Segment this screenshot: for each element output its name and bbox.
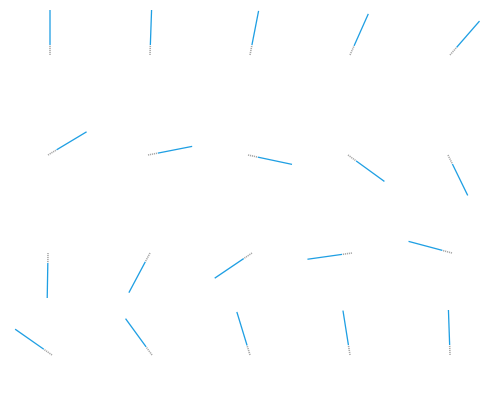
needle-13 bbox=[215, 253, 252, 278]
needle-14 bbox=[307, 253, 352, 259]
needle-15 bbox=[409, 241, 452, 253]
needle-shaft bbox=[47, 263, 48, 298]
needle-tip bbox=[348, 155, 356, 161]
needle-shaft bbox=[307, 254, 342, 259]
needle-6 bbox=[48, 132, 87, 155]
needle-tip bbox=[442, 250, 452, 253]
needle-tip bbox=[450, 47, 457, 55]
needle-8 bbox=[248, 155, 292, 164]
needle-7 bbox=[148, 146, 192, 155]
needle-19 bbox=[343, 311, 350, 355]
needle-shaft bbox=[354, 14, 368, 46]
needle-shaft bbox=[343, 311, 348, 346]
needle-shaft bbox=[57, 132, 87, 150]
needle-10 bbox=[448, 155, 468, 195]
needle-shaft bbox=[448, 310, 449, 345]
needle-tip bbox=[350, 46, 354, 55]
needle-tip bbox=[248, 155, 258, 157]
needle-16 bbox=[15, 329, 52, 355]
needle-2 bbox=[150, 10, 152, 55]
needle-tip bbox=[348, 345, 350, 355]
needle-shaft bbox=[15, 329, 44, 349]
needle-18 bbox=[237, 312, 250, 355]
needle-shaft bbox=[158, 146, 192, 153]
needle-shaft bbox=[409, 241, 443, 250]
needle-tip bbox=[145, 253, 150, 262]
needle-tip bbox=[48, 150, 57, 155]
needle-5 bbox=[450, 21, 480, 55]
needle-tip bbox=[250, 45, 252, 55]
needle-11 bbox=[47, 253, 48, 298]
needle-12 bbox=[129, 253, 150, 293]
needle-shaft bbox=[215, 259, 244, 279]
needle-shaft bbox=[258, 157, 292, 164]
needle-tip bbox=[244, 253, 252, 259]
needle-tip bbox=[247, 345, 250, 355]
needle-tip bbox=[44, 349, 52, 355]
needle-shaft bbox=[457, 21, 480, 47]
needle-shaft bbox=[126, 319, 147, 347]
needle-4 bbox=[350, 14, 368, 55]
needle-tip bbox=[342, 253, 352, 254]
needle-tip bbox=[146, 347, 152, 355]
needle-20 bbox=[448, 310, 450, 355]
needle-3 bbox=[250, 11, 259, 55]
needle-shaft bbox=[237, 312, 247, 345]
needle-tip bbox=[448, 155, 452, 164]
needle-shaft bbox=[150, 10, 151, 45]
needle-shaft bbox=[356, 161, 384, 182]
needle-shaft bbox=[452, 164, 467, 195]
needle-9 bbox=[348, 155, 384, 181]
needle-shaft bbox=[252, 11, 259, 45]
needle-tip bbox=[148, 153, 158, 155]
needle-shaft bbox=[129, 262, 145, 293]
needle-17 bbox=[126, 319, 152, 355]
